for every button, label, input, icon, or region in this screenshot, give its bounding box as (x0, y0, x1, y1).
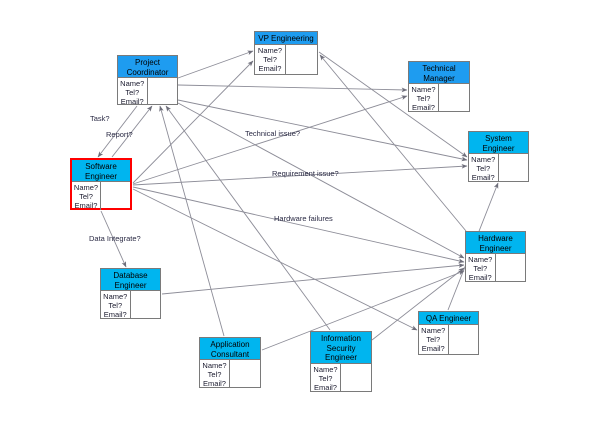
edge-database-to-hardware-engineer[interactable] (161, 263, 465, 295)
node-title-system-engineer: System Engineer (469, 132, 528, 154)
edge-application-to-hardware[interactable] (261, 270, 465, 351)
node-attributes-technical-manager: Name? Tel? Email? (409, 84, 439, 112)
edge-software-to-qa-engineer[interactable] (132, 188, 418, 331)
edge-software-to-hardware-engineer[interactable] (132, 186, 465, 264)
edge-coordinator-to-system-engineer[interactable] (177, 99, 468, 162)
node-title-vp-engineering: VP Engineering (255, 32, 317, 45)
edge-application-consultant-to-coordinator[interactable] (159, 105, 225, 337)
node-value-cell-system-engineer[interactable] (499, 154, 529, 181)
node-attributes-project-coordinator: Name? Tel? Email? (118, 78, 148, 106)
node-attributes-database-engineer: Name? Tel? Email? (101, 291, 131, 319)
node-body-vp-engineering: Name? Tel? Email? (255, 45, 317, 74)
edge-software-to-system-engineer[interactable] (132, 163, 468, 186)
node-title-hardware-engineer: Hardware Engineer (466, 232, 525, 254)
node-title-software-engineer: Software Engineer (72, 160, 130, 182)
edge-coordinator-to-technical-manager[interactable] (177, 84, 408, 93)
edge-coordinator-to-software-task[interactable] (97, 105, 138, 158)
node-attributes-information-security-engineer: Name? Tel? Email? (311, 364, 341, 392)
node-value-cell-technical-manager[interactable] (439, 84, 469, 111)
node-title-technical-manager: Technical Manager (409, 62, 469, 84)
edge-hardware-to-vp[interactable] (319, 54, 467, 232)
node-body-database-engineer: Name? Tel? Email? (101, 291, 161, 319)
node-attributes-system-engineer: Name? Tel? Email? (469, 154, 499, 182)
node-body-software-engineer: Name? Tel? Email? (72, 182, 130, 210)
edge-information-security-to-hardware[interactable] (371, 267, 465, 341)
node-value-cell-software-engineer[interactable] (101, 182, 130, 210)
node-attributes-software-engineer: Name? Tel? Email? (72, 182, 101, 210)
node-attributes-vp-engineering: Name? Tel? Email? (255, 45, 286, 74)
node-title-information-security-engineer: Information Security Engineer (311, 332, 371, 364)
edge-software-to-coordinator-report[interactable] (111, 105, 153, 158)
node-body-technical-manager: Name? Tel? Email? (409, 84, 469, 112)
node-body-qa-engineer: Name? Tel? Email? (419, 325, 478, 354)
node-value-cell-information-security-engineer[interactable] (341, 364, 371, 391)
edge-vp-to-system-engineer[interactable] (318, 51, 468, 158)
node-title-application-consultant: Application Consultant (200, 338, 260, 360)
edge-label-hardware-failures: Hardware failures (274, 214, 333, 223)
edge-coordinator-to-hardware-engineer[interactable] (177, 102, 465, 259)
node-body-project-coordinator: Name? Tel? Email? (118, 78, 178, 106)
node-title-database-engineer: Database Engineer (101, 269, 160, 291)
edge-label-task: Task? (90, 114, 110, 123)
node-title-project-coordinator: Project Coordinator (118, 56, 177, 78)
node-attributes-qa-engineer: Name? Tel? Email? (419, 325, 449, 354)
edge-software-to-technical-manager[interactable] (132, 95, 408, 185)
edge-label-technical-issue: Technical issue? (245, 129, 301, 138)
node-body-system-engineer: Name? Tel? Email? (469, 154, 529, 182)
node-attributes-application-consultant: Name? Tel? Email? (200, 360, 230, 388)
node-value-cell-hardware-engineer[interactable] (496, 254, 526, 281)
node-body-application-consultant: Name? Tel? Email? (200, 360, 260, 388)
edge-software-to-vp[interactable] (132, 60, 254, 184)
node-title-qa-engineer: QA Engineer (419, 312, 478, 325)
node-body-hardware-engineer: Name? Tel? Email? (466, 254, 526, 282)
edge-label-requirement-issue: Requirement issue? (272, 169, 339, 178)
node-value-cell-database-engineer[interactable] (131, 291, 161, 318)
node-value-cell-application-consultant[interactable] (230, 360, 260, 387)
node-body-information-security-engineer: Name? Tel? Email? (311, 364, 371, 392)
node-attributes-hardware-engineer: Name? Tel? Email? (466, 254, 496, 282)
edge-label-data-integrate: Data Integrate? (89, 234, 141, 243)
edge-information-security-to-coordinator[interactable] (165, 105, 331, 331)
node-value-cell-project-coordinator[interactable] (148, 78, 178, 104)
node-value-cell-vp-engineering[interactable] (286, 45, 317, 74)
edge-software-to-database-engineer[interactable] (100, 210, 127, 268)
edge-coordinator-to-vp[interactable] (177, 50, 254, 79)
node-value-cell-qa-engineer[interactable] (449, 325, 479, 354)
edge-label-report: Report? (106, 130, 133, 139)
